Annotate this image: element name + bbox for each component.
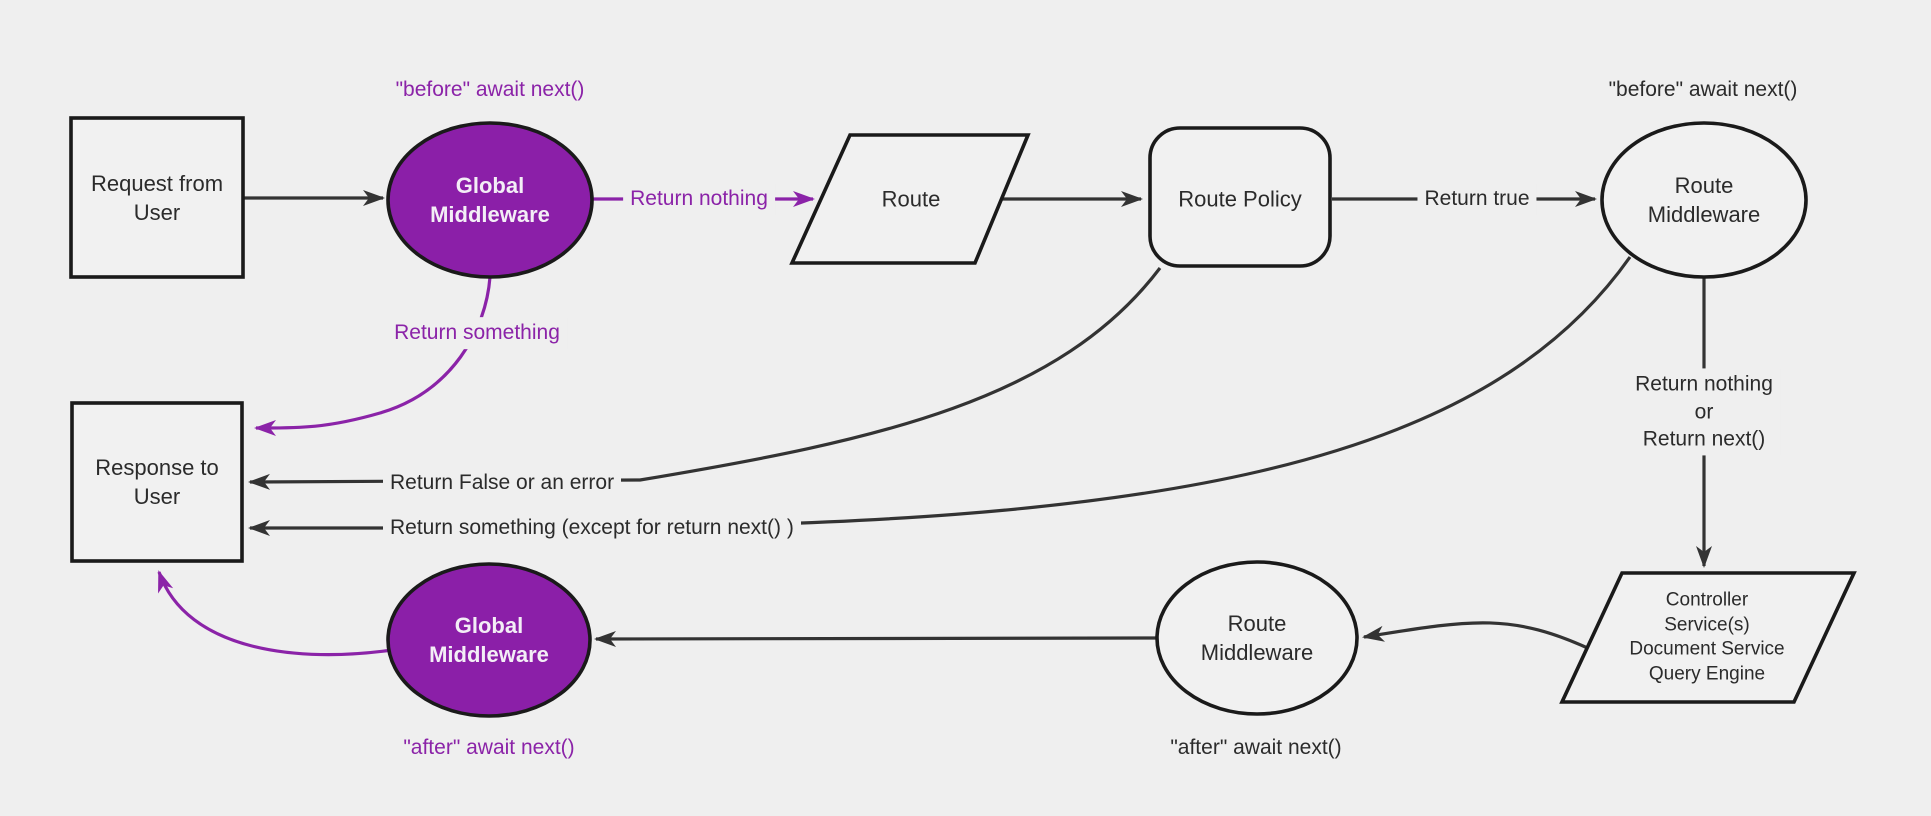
edge-label-return-nothing-or-next: Return nothing or Return next() (1628, 368, 1780, 456)
response-to-user-label: Response to User (95, 454, 219, 509)
controller-services-node (1559, 571, 1857, 704)
edge-route-middleware-bottom-to-global-middleware-bottom (594, 630, 1158, 647)
edge-controller-to-route-middleware-bottom (1362, 621, 1593, 652)
global-middleware-bottom-label: Global Middleware (429, 612, 549, 667)
request-from-user-node (69, 116, 245, 279)
edge-label-return-nothing: Return nothing (623, 183, 775, 215)
global-middleware-top-label: Global Middleware (430, 172, 550, 227)
route-middleware-top-label: Route Middleware (1647, 172, 1761, 227)
edge-label-before-global: "before" await next() (395, 78, 585, 102)
edge-label-return-something: Return something (387, 317, 567, 349)
edge-label-before-route-middleware: "before" await next() (1608, 78, 1798, 102)
edge-label-return-something-except: Return something (except for return next… (383, 512, 801, 544)
route-policy-label: Route Policy (1178, 186, 1302, 212)
edge-label-return-false-or-error: Return False or an error (383, 467, 622, 499)
global-middleware-top-node (386, 121, 594, 279)
route-middleware-top-node (1600, 121, 1808, 279)
route-middleware-bottom-label: Route Middleware (1200, 610, 1314, 665)
edge-global-middleware-bottom-to-response (157, 570, 393, 657)
request-from-user-label: Request from User (90, 170, 224, 225)
edge-label-after-route-middleware: "after" await next() (1170, 736, 1342, 760)
route-label: Route (881, 186, 941, 212)
route-policy-node (1148, 126, 1332, 268)
controller-services-label: Controller Service(s) Document Service Q… (1629, 589, 1785, 685)
edge-global-middleware-to-response (254, 276, 492, 437)
global-middleware-bottom-node (386, 562, 592, 718)
edge-label-after-global: "after" await next() (403, 736, 575, 760)
route-middleware-bottom-node (1155, 560, 1359, 716)
route-node (789, 133, 1031, 265)
edge-label-return-true: Return true (1417, 183, 1537, 215)
response-to-user-node (70, 401, 244, 563)
edge-route-policy-to-response (248, 267, 1162, 490)
